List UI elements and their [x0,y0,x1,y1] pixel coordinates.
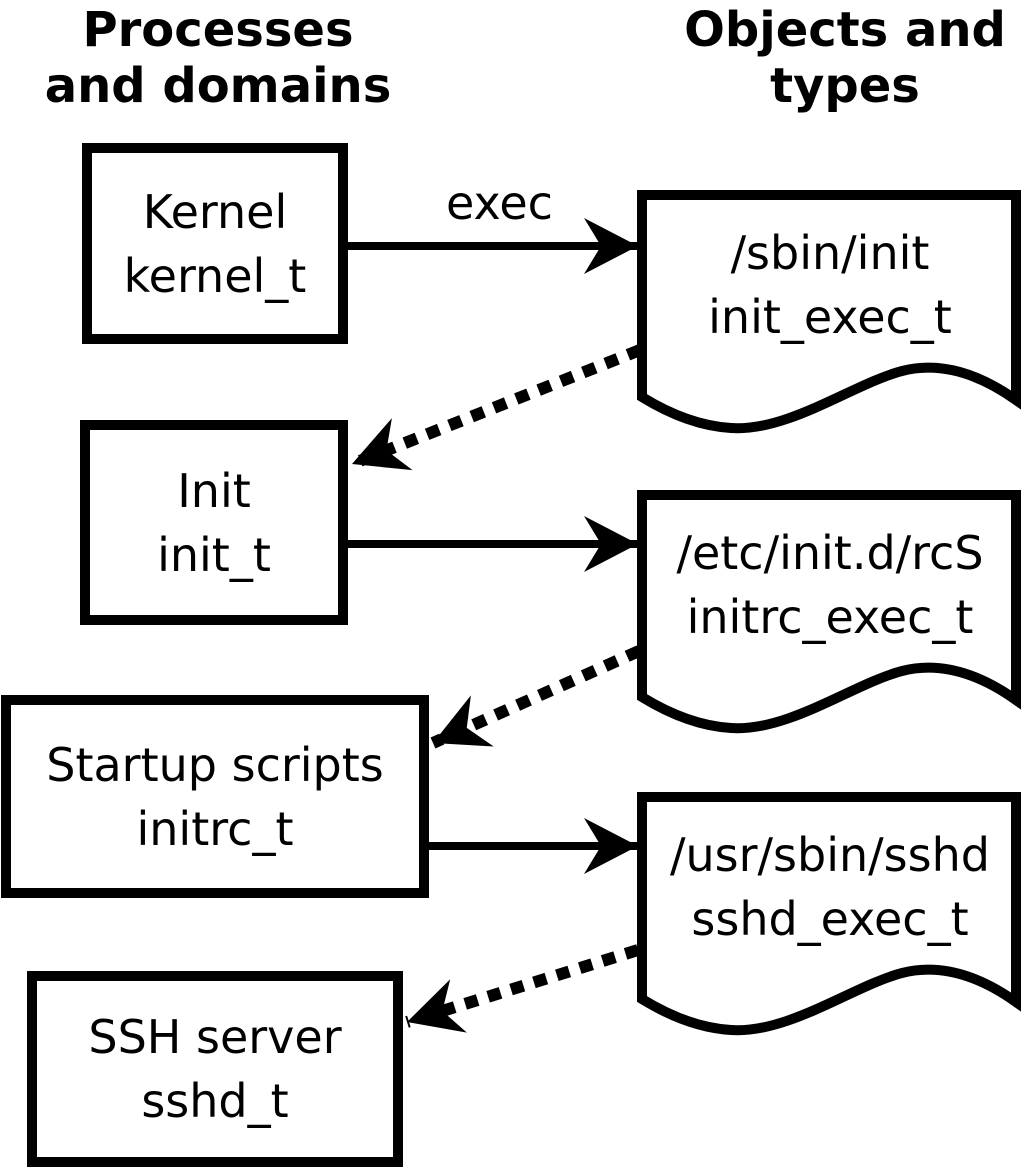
object-path: /usr/sbin/sshd [670,828,990,882]
object-path: /sbin/init [730,226,930,280]
process-name: Init [177,463,251,518]
object-path: /etc/init.d/rcS [676,526,984,580]
edge-transition-to-initrc-t [430,645,642,749]
process-domain-type: kernel_t [123,248,307,303]
process-box-init: Init init_t [80,420,348,625]
process-box-startup-scripts: Startup scripts initrc_t [1,695,429,898]
process-box-ssh-server: SSH server sshd_t [27,971,403,1167]
object-type: initrc_exec_t [686,590,974,644]
process-domain-type: sshd_t [141,1074,289,1128]
object-type: sshd_exec_t [691,892,969,946]
process-domain-type: init_t [157,527,271,582]
column-header-objects: Objects and types [650,2,1024,114]
process-name: Startup scripts [46,737,384,792]
process-box-kernel: Kernel kernel_t [82,143,348,344]
column-header-processes: Processes and domains [20,2,416,114]
process-domain-type: initrc_t [136,801,294,856]
edge-transition-to-init-t [349,344,643,471]
edge-label-exec: exec [446,176,553,230]
object-label-sbin-init: /sbin/init init_exec_t [647,195,1013,375]
header-line: Processes [82,2,354,58]
header-line: Objects and [684,2,1006,58]
edge-transition-to-sshd-t [405,944,640,1033]
document-shape-etc-initd-rcS [637,490,1021,734]
document-shape-usr-sbin-sshd [637,792,1021,1036]
object-type: init_exec_t [708,290,952,344]
document-shape-sbin-init [637,190,1021,434]
process-name: SSH server [88,1010,342,1064]
object-label-usr-sbin-sshd: /usr/sbin/sshd sshd_exec_t [647,797,1013,977]
header-line: and domains [44,58,392,114]
process-name: Kernel [142,184,288,239]
object-label-etc-initd-rcS: /etc/init.d/rcS initrc_exec_t [647,495,1013,675]
header-line: types [770,58,920,114]
